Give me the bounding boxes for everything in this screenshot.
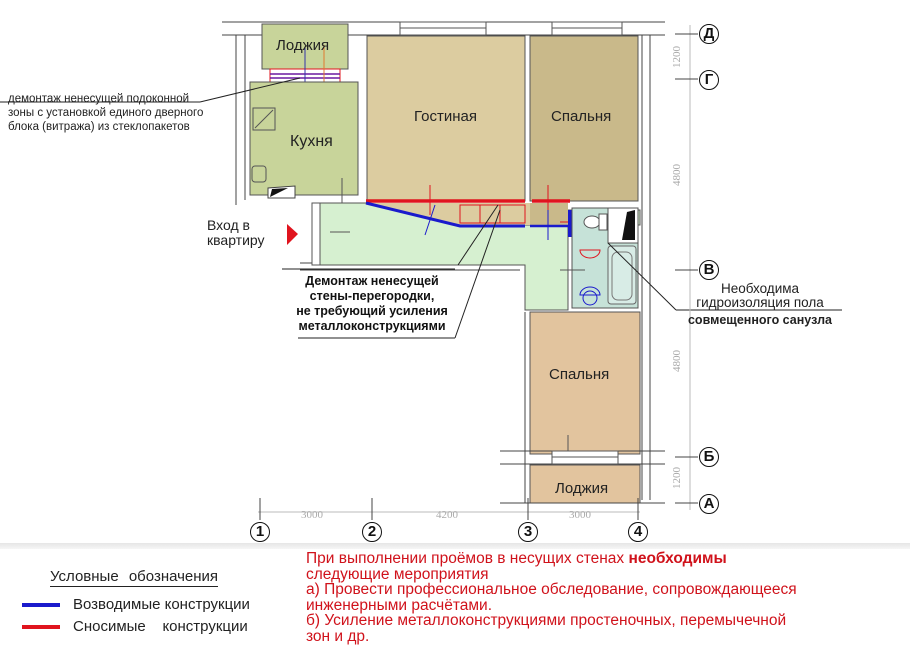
note-partition: Демонтаж ненесущей стены-перегородки, не… bbox=[283, 274, 461, 334]
room-bedroom-top bbox=[529, 35, 639, 202]
note-line: зоны с установкой единого дверного bbox=[8, 107, 204, 119]
dim-1200-top: 1200 bbox=[671, 46, 683, 68]
room-label-bedroom-bottom: Спальня bbox=[549, 366, 610, 383]
axis-label-a: А bbox=[699, 494, 719, 514]
note-line: совмещенного санузла bbox=[687, 313, 833, 327]
axis-label-3: 3 bbox=[518, 522, 538, 542]
legend-item-built: Возводимые конструкции bbox=[22, 596, 250, 613]
note-line: не требующий усиления bbox=[296, 304, 448, 318]
dim-4800-bottom: 4800 bbox=[671, 350, 683, 372]
axis-label-4: 4 bbox=[628, 522, 648, 542]
req-bold: необходимы bbox=[628, 550, 727, 567]
room-label-bedroom-top: Спальня bbox=[551, 108, 612, 125]
room-loggia-bottom bbox=[529, 464, 641, 504]
dim-3000-right: 3000 bbox=[569, 509, 591, 521]
note-waterproof: Необходима гидроизоляция пола совмещенно… bbox=[680, 281, 840, 328]
dim-4800-top: 4800 bbox=[671, 164, 683, 186]
req-line2: следующие мероприятия bbox=[306, 565, 489, 583]
axis-label-v: В bbox=[699, 260, 719, 280]
built-walls bbox=[365, 201, 572, 240]
note-window-block: демонтаж ненесущей подоконной зоны с уст… bbox=[8, 92, 203, 134]
entrance-label-line1: Вход в bbox=[207, 217, 250, 233]
note-line: блока (витража) из стеклопакетов bbox=[8, 121, 190, 133]
note-line: металлоконструкциями bbox=[298, 319, 446, 333]
room-bedroom-bottom bbox=[529, 311, 641, 455]
legend-label: Возводимые конструкции bbox=[73, 596, 250, 613]
room-label-kitchen: Кухня bbox=[290, 133, 333, 150]
dim-1200-bottom: 1200 bbox=[671, 467, 683, 489]
note-line: Демонтаж ненесущей bbox=[305, 274, 439, 288]
axis-label-b: Б bbox=[699, 447, 719, 467]
axis-label-d: Д bbox=[699, 24, 719, 44]
axis-label-g: Г bbox=[699, 70, 719, 90]
req-item-b: б) Усиление металлоконструкциями простен… bbox=[306, 612, 787, 630]
legend-item-demolished: Сносимые конструкции bbox=[22, 618, 248, 635]
axis-label-1: 1 bbox=[250, 522, 270, 542]
req-item-b-cont: зон и др. bbox=[306, 627, 370, 645]
legend-label: Сносимые конструкции bbox=[73, 618, 248, 635]
note-line: демонтаж ненесущей подоконной bbox=[8, 93, 190, 105]
req-item-a: а) Провести профессиональное обследовани… bbox=[306, 581, 797, 599]
note-line: стены-перегородки, bbox=[309, 289, 435, 303]
entrance-label: Вход в квартиру bbox=[207, 218, 265, 248]
room-living bbox=[366, 35, 526, 202]
req-line1: При выполнении проёмов в несущих стенах … bbox=[306, 551, 906, 567]
entrance-label-line2: квартиру bbox=[207, 232, 265, 248]
requirements-text: При выполнении проёмов в несущих стенах … bbox=[306, 551, 906, 645]
room-label-loggia-top: Лоджия bbox=[276, 37, 330, 54]
note-line: Необходима bbox=[720, 281, 800, 296]
room-label-loggia-bottom: Лоджия bbox=[555, 480, 609, 497]
dim-4200: 4200 bbox=[436, 509, 458, 521]
legend-title: Условные обозначения bbox=[50, 568, 219, 587]
entrance-arrow-icon bbox=[287, 224, 298, 245]
axis-label-2: 2 bbox=[362, 522, 382, 542]
req-item-a-cont: инженерными расчётами. bbox=[306, 596, 493, 614]
req-prefix: При выполнении проёмов в несущих стенах bbox=[306, 550, 629, 567]
red-line-icon bbox=[22, 624, 60, 629]
blue-line-icon bbox=[22, 602, 60, 607]
dim-3000-left: 3000 bbox=[301, 509, 323, 521]
room-kitchen bbox=[249, 81, 359, 196]
floor-plan bbox=[0, 21, 842, 520]
note-line: гидроизоляция пола bbox=[696, 295, 824, 310]
room-label-living: Гостиная bbox=[414, 108, 477, 125]
section-divider bbox=[0, 543, 910, 549]
